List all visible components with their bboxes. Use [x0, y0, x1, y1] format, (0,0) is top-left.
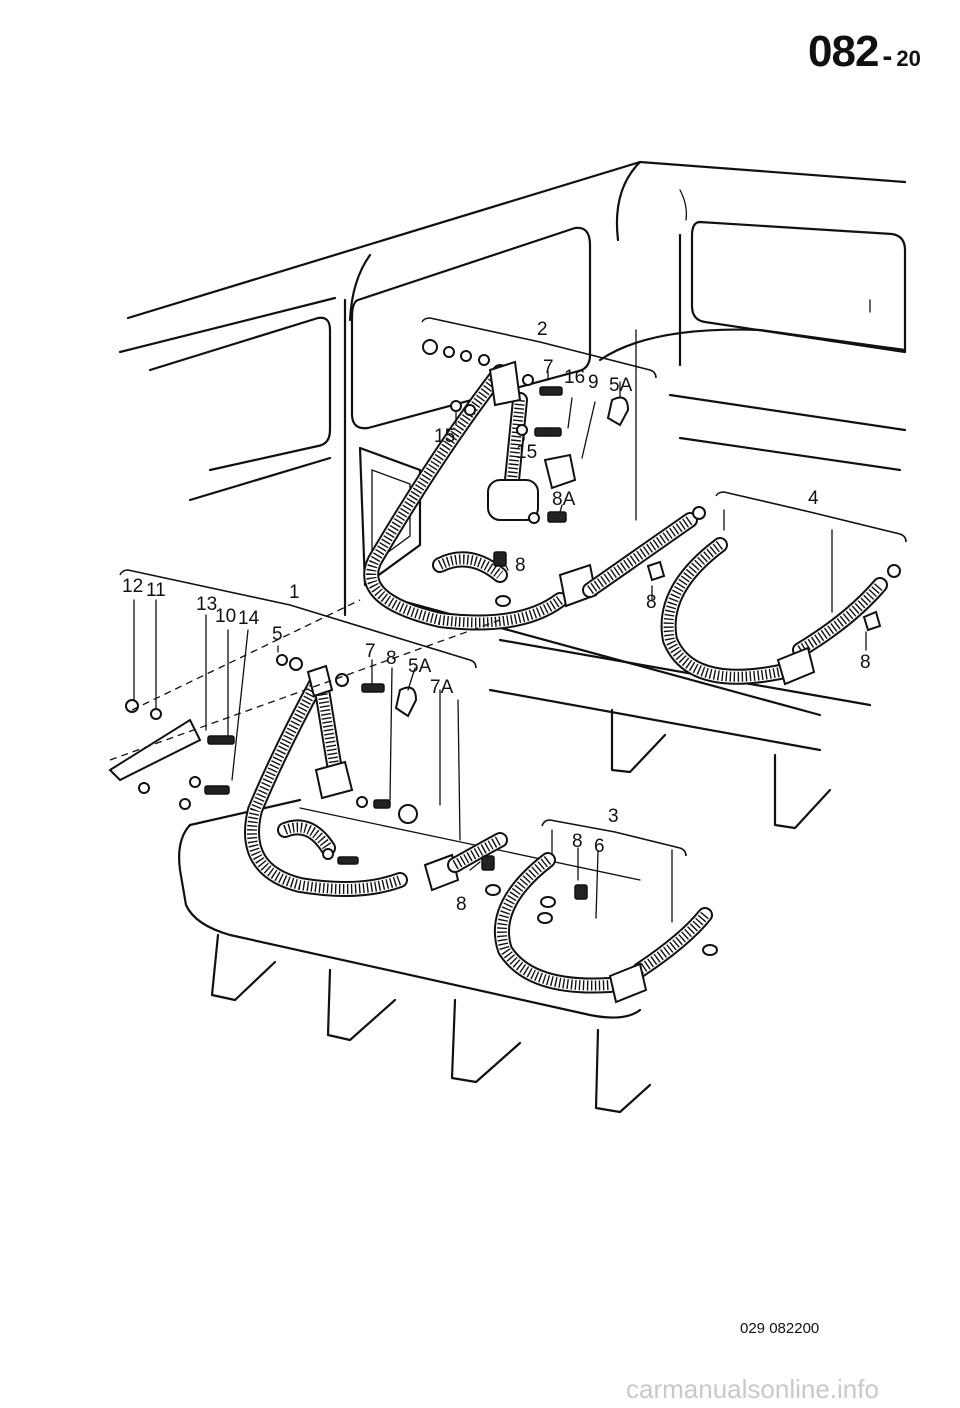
callout-8a: 8A — [552, 489, 576, 510]
callout-8-upper-belt: 8 — [515, 555, 526, 576]
page-code: 082-20 — [808, 30, 921, 74]
callout-labels: 2 1 4 3 7 16 9 5A 15 15 8A 8 8 8 12 11 1… — [122, 319, 871, 915]
page-code-major: 082 — [808, 27, 879, 76]
watermark: carmanualsonline.info — [626, 1374, 879, 1404]
callout-5a-upper: 5A — [609, 375, 633, 396]
bench-seat — [178, 708, 832, 1114]
callout-7-upper: 7 — [543, 357, 554, 378]
callout-15-right: 15 — [516, 442, 537, 463]
callout-8-belt-4-left: 8 — [646, 592, 657, 613]
callout-6: 6 — [594, 836, 605, 857]
leader-lines — [109, 329, 867, 923]
fastener-hardware — [108, 339, 588, 908]
belt-assembly-4 — [646, 506, 901, 686]
callout-11: 11 — [146, 580, 166, 601]
callout-8-belt-3: 8 — [572, 831, 583, 852]
callout-8-belt-1: 8 — [456, 894, 467, 915]
callout-10: 10 — [215, 606, 236, 627]
callout-9: 9 — [588, 372, 599, 393]
callout-15-left: 15 — [434, 426, 455, 447]
callout-2: 2 — [537, 319, 548, 340]
belt-assembly-2 — [363, 360, 698, 631]
page-code-minor: 20 — [896, 46, 921, 71]
belt-assembly-3 — [493, 852, 718, 1004]
callout-14: 14 — [238, 608, 260, 629]
callout-8-lower: 8 — [386, 648, 397, 669]
callout-3: 3 — [608, 806, 619, 827]
callout-7-lower: 7 — [365, 641, 376, 662]
vehicle-body — [118, 160, 907, 752]
callout-8-belt-4-right: 8 — [860, 652, 871, 673]
callout-4: 4 — [808, 488, 819, 509]
group-brackets — [119, 317, 907, 857]
belt-assembly-1 — [244, 664, 508, 897]
document-number: 029 082200 — [740, 1320, 820, 1337]
callout-5a-lower: 5A — [408, 656, 432, 677]
callout-1: 1 — [289, 582, 300, 603]
page-code-separator: - — [882, 40, 893, 73]
callout-12: 12 — [122, 576, 143, 597]
callout-7a: 7A — [430, 677, 454, 698]
callout-13: 13 — [196, 594, 217, 615]
callout-16: 16 — [564, 367, 585, 388]
callout-5: 5 — [272, 624, 283, 645]
